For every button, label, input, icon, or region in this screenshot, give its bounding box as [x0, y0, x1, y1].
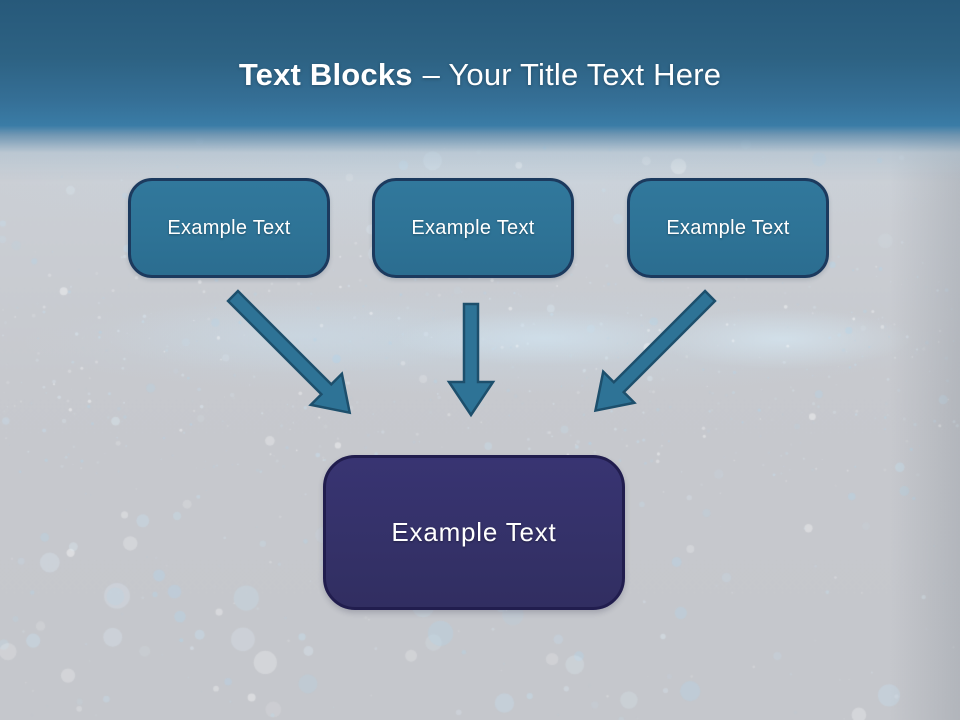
arrow-down-right-icon[interactable] [217, 280, 365, 428]
text-block-1-label: Example Text [167, 216, 291, 239]
slide-title[interactable]: Text Blocks – Your Title Text Here [0, 54, 960, 96]
title-bar [0, 0, 960, 182]
text-block-3[interactable]: Example Text [627, 178, 829, 278]
text-block-3-label: Example Text [666, 216, 790, 239]
slide-title-bold: Text Blocks [238, 57, 413, 92]
arrow-down-icon[interactable] [446, 302, 496, 418]
summary-block-label: Example Text [391, 517, 557, 547]
summary-block[interactable]: Example Text [323, 455, 625, 610]
slide-title-rest: – Your Title Text Here [422, 57, 722, 92]
text-block-2-label: Example Text [411, 216, 535, 239]
text-block-2[interactable]: Example Text [372, 178, 574, 278]
arrow-down-left-icon[interactable] [580, 280, 726, 426]
text-block-1[interactable]: Example Text [128, 178, 330, 278]
